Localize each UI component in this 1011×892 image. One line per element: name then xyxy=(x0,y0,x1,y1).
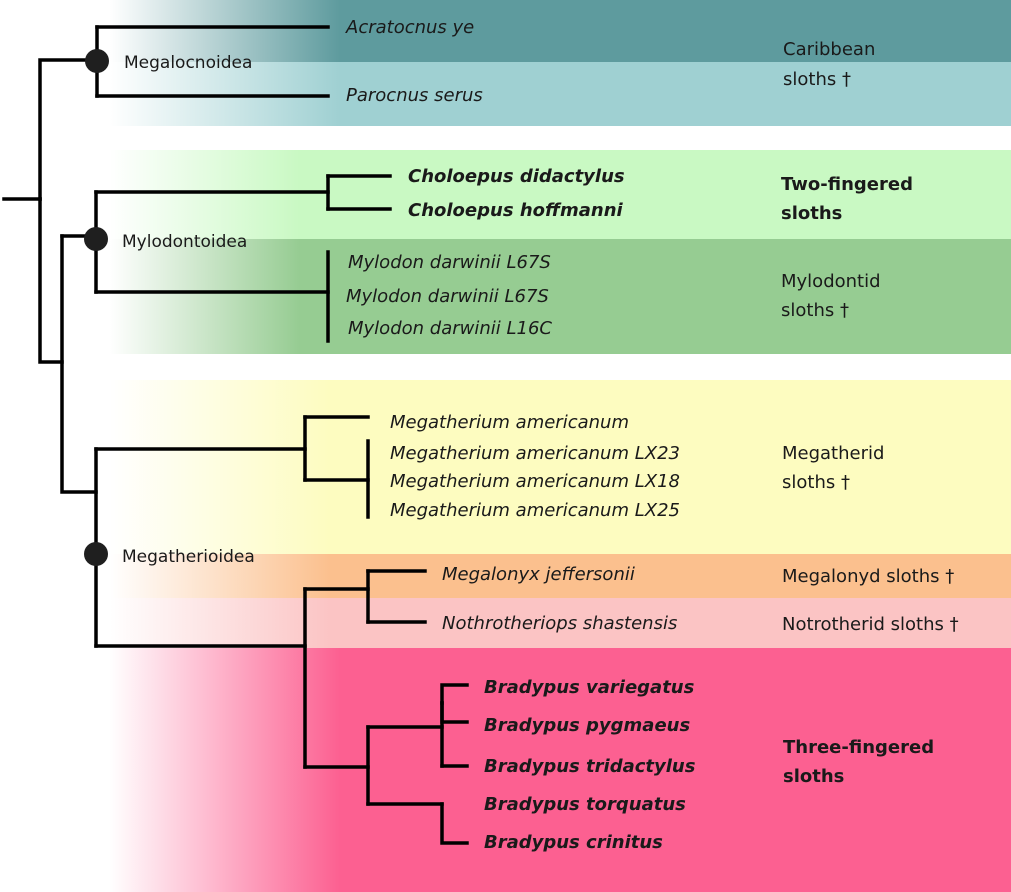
clade-nodes xyxy=(84,49,109,566)
taxon-label: Bradypus torquatus xyxy=(484,794,686,815)
taxon-label: Nothrotheriops shastensis xyxy=(442,613,677,634)
taxon-label: Megalonyx jeffersonii xyxy=(442,564,635,585)
clade-label: Megatherioidea xyxy=(122,547,255,567)
tree-branches xyxy=(2,25,469,845)
group-label-notrotherid: Notrotherid sloths † xyxy=(782,614,959,635)
clade-label: Megalocnoidea xyxy=(124,53,252,73)
left-fades xyxy=(0,0,340,892)
group-labels: Caribbean sloths † Two-fingered sloths M… xyxy=(781,39,959,787)
taxon-label: Bradypus crinitus xyxy=(484,832,663,853)
taxon-label: Choloepus didactylus xyxy=(408,166,625,187)
taxon-label: Parocnus serus xyxy=(346,85,483,106)
taxon-label: Bradypus variegatus xyxy=(484,677,695,698)
taxon-label: Bradypus pygmaeus xyxy=(484,715,690,736)
taxon-label: Acratocnus ye xyxy=(345,17,474,38)
group-label-mylodontid: Mylodontid sloths † xyxy=(781,271,886,321)
taxon-label: Bradypus tridactylus xyxy=(484,756,696,777)
group-label-caribbean: Caribbean sloths † xyxy=(783,39,881,90)
node-megatherioidea xyxy=(84,542,108,566)
clade-labels: Megalocnoidea Mylodontoidea Megatherioid… xyxy=(122,53,255,567)
group-label-megalonyd: Megalonyd sloths † xyxy=(782,566,954,587)
taxon-label: Megatherium americanum LX25 xyxy=(390,500,680,521)
taxon-label: Mylodon darwinii L67S xyxy=(348,252,551,273)
taxon-label: Mylodon darwinii L16C xyxy=(348,318,552,339)
taxon-label: Megatherium americanum LX18 xyxy=(390,471,680,492)
node-megalocnoidea xyxy=(85,49,109,73)
taxon-label: Mylodon darwinii L67S xyxy=(346,286,549,307)
group-label-two-fingered: Two-fingered sloths xyxy=(781,174,919,224)
taxon-label: Megatherium americanum xyxy=(390,412,629,433)
node-mylodontoidea xyxy=(84,227,108,251)
group-label-megatherid: Megatherid sloths † xyxy=(782,443,890,493)
clade-label: Mylodontoidea xyxy=(122,232,247,252)
taxon-label: Megatherium americanum LX23 xyxy=(390,443,680,464)
taxon-label: Choloepus hoffmanni xyxy=(408,200,624,221)
group-label-three-fingered: Three-fingered sloths xyxy=(783,737,940,787)
taxon-labels: Acratocnus ye Parocnus serus Choloepus d… xyxy=(345,17,696,853)
